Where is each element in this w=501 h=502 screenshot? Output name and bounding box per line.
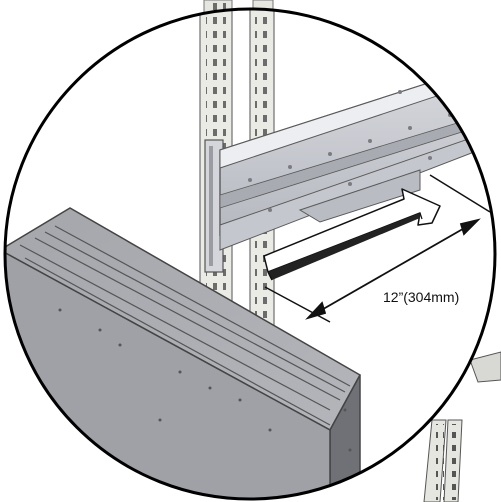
dimension-line bbox=[305, 218, 481, 320]
detail-circle bbox=[3, 7, 497, 501]
dimension-label-bg bbox=[380, 285, 475, 307]
dimension-label: 12”(304mm) bbox=[383, 289, 460, 305]
direction-arrow bbox=[263, 188, 441, 281]
rack-post-outside-bottom-right bbox=[423, 351, 501, 502]
